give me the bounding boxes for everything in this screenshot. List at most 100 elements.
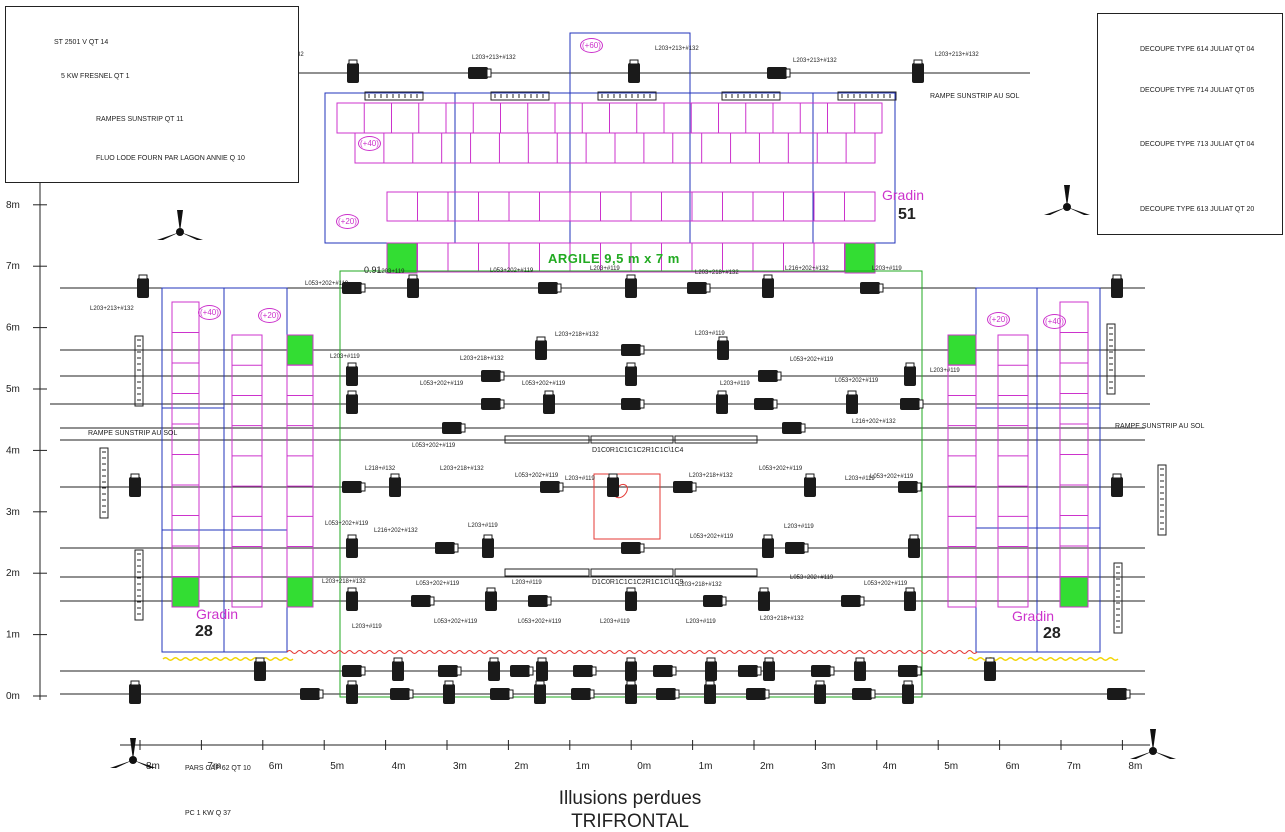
y-tick-label: 0m xyxy=(6,691,20,702)
x-tick-label: 1m xyxy=(576,761,590,772)
instrument xyxy=(621,398,641,410)
instrument-lens xyxy=(556,283,562,293)
instrument-lens xyxy=(764,657,774,663)
instrument-lens xyxy=(486,68,492,78)
y-tick-label: 6m xyxy=(6,323,20,334)
instrument xyxy=(854,661,866,681)
instrument-lens xyxy=(916,666,922,676)
instrument xyxy=(762,278,774,298)
instrument-label: L203+#119 xyxy=(590,266,620,272)
instrument xyxy=(912,63,924,83)
instrument-label: L203+218+#132 xyxy=(695,270,739,276)
instrument xyxy=(900,398,920,410)
sunstrip-ramp xyxy=(1106,323,1116,395)
legend-text: DECOUPE TYPE 714 JULIAT QT 05 xyxy=(1140,87,1255,94)
instrument-lens xyxy=(671,666,677,676)
legend-bottom: PC 1 KW Q 37 xyxy=(185,810,231,817)
y-tick-label: 2m xyxy=(6,568,20,579)
instrument xyxy=(481,370,501,382)
instrument-label: L203+213+#132 xyxy=(472,55,516,61)
instrument-lens xyxy=(486,587,496,593)
instrument xyxy=(435,542,455,554)
instrument xyxy=(392,661,404,681)
instrument xyxy=(625,591,637,611)
instrument-label: L053+202+#119 xyxy=(690,534,734,540)
instrument-lens xyxy=(360,666,366,676)
instrument-lens xyxy=(608,473,618,479)
instrument-lens xyxy=(360,482,366,492)
seat-column xyxy=(231,334,263,608)
instruments: L203+213+#132L203+213+#132L203+213+#132L… xyxy=(90,46,1131,704)
instrument xyxy=(673,481,693,493)
level-marker: (+40) xyxy=(358,136,381,151)
instrument xyxy=(1107,688,1127,700)
sunstrip-ramp xyxy=(1113,562,1123,634)
instrument-label: L203+#119 xyxy=(930,368,960,374)
instrument-label: L053+202+#119 xyxy=(515,473,559,479)
fresnel-arm xyxy=(177,210,183,232)
green-block xyxy=(1059,576,1089,608)
instrument-label: L203+213+#132 xyxy=(655,46,699,52)
instrument xyxy=(346,366,358,386)
instrument xyxy=(625,366,637,386)
instrument-label: L203+218+#132 xyxy=(760,616,804,622)
instrument xyxy=(468,67,488,79)
instrument-label: L203+#119 xyxy=(872,266,902,272)
instrument-label: L053+202+#119 xyxy=(412,443,456,449)
fresnel-arm xyxy=(1153,751,1176,759)
instrument-lens xyxy=(705,680,715,686)
instrument-lens xyxy=(691,482,697,492)
sunstrip-ramp xyxy=(134,335,144,407)
battens xyxy=(50,72,1150,695)
x-tick-label: 6m xyxy=(269,761,283,772)
instrument-lens xyxy=(674,689,680,699)
x-tick-label: 6m xyxy=(1006,761,1020,772)
instrument-label: L053+202+#119 xyxy=(420,381,464,387)
instrument-label: L203+#119 xyxy=(565,476,595,482)
instrument-lens xyxy=(805,473,815,479)
instrument-label: L053+202+#119 xyxy=(870,474,914,480)
instrument-lens xyxy=(255,657,265,663)
instrument-lens xyxy=(508,689,514,699)
instrument-label: L053+202+#119 xyxy=(305,281,349,287)
level-marker: (+60) xyxy=(580,38,603,53)
fluo-tubes xyxy=(504,435,758,577)
center-box xyxy=(593,473,661,540)
instrument xyxy=(342,282,362,294)
instrument-lens xyxy=(718,336,728,342)
instrument-lens xyxy=(347,680,357,686)
fluo-label: D1C0R1C1C1C2R1C1C\1C9 xyxy=(592,579,684,586)
instrument-label: L203+#119 xyxy=(845,476,875,482)
yellow-wave-line xyxy=(162,657,294,661)
instrument-lens xyxy=(639,399,645,409)
instrument xyxy=(705,661,717,681)
instrument xyxy=(573,665,593,677)
instrument-lens xyxy=(639,345,645,355)
instrument-lens xyxy=(639,543,645,553)
gradin-left xyxy=(161,287,314,653)
y-tick-label: 7m xyxy=(6,261,20,272)
instrument xyxy=(846,394,858,414)
instrument xyxy=(746,688,766,700)
instrument-lens xyxy=(544,390,554,396)
instrument-label: L203+#119 xyxy=(512,580,542,586)
instrument-label: L053+202+#119 xyxy=(325,521,369,527)
instrument-label: L203+218+#132 xyxy=(460,356,504,362)
instrument xyxy=(488,661,500,681)
x-tick-label: 8m xyxy=(146,761,160,772)
fresnel-arm xyxy=(1150,729,1156,751)
instrument xyxy=(898,665,918,677)
sunstrip-ramp xyxy=(1157,464,1167,536)
instrument-lens xyxy=(130,680,140,686)
instrument xyxy=(1111,477,1123,497)
instrument xyxy=(984,661,996,681)
x-tick-label: 7m xyxy=(1067,761,1081,772)
instrument-lens xyxy=(905,362,915,368)
instrument xyxy=(137,278,149,298)
instrument-label: L053+202+#119 xyxy=(490,268,534,274)
instrument-lens xyxy=(347,362,357,368)
gradin-right xyxy=(947,287,1101,653)
instrument-label: L203+#119 xyxy=(330,354,360,360)
instrument xyxy=(485,591,497,611)
